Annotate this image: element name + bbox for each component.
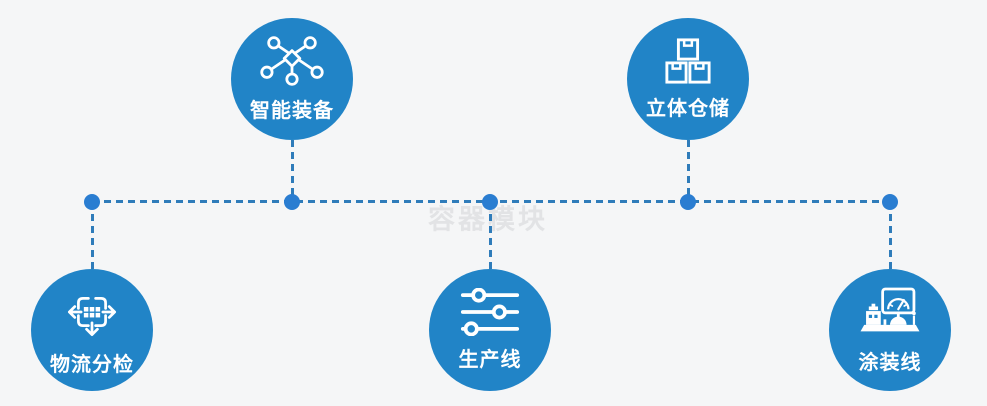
network-nodes-icon xyxy=(260,35,324,87)
junction-dot-production xyxy=(482,194,498,210)
node-label: 物流分检 xyxy=(50,352,134,376)
control-console-icon xyxy=(855,285,925,339)
node-label: 生产线 xyxy=(458,347,522,371)
junction-dot-painting xyxy=(882,194,898,210)
stacked-boxes-icon xyxy=(661,37,715,85)
node-logistics-sorting[interactable]: 物流分检 xyxy=(31,269,153,391)
junction-dot-logistics xyxy=(84,194,100,210)
node-label: 立体仓储 xyxy=(646,96,730,120)
node-smart-equipment[interactable]: 智能装备 xyxy=(231,18,353,140)
node-production-line[interactable]: 生产线 xyxy=(429,269,551,391)
node-warehouse[interactable]: 立体仓储 xyxy=(627,18,749,140)
junction-dot-smart-equipment xyxy=(284,194,300,210)
connector-painting-drop xyxy=(888,202,892,269)
sliders-icon xyxy=(460,288,520,336)
connector-warehouse-drop xyxy=(686,140,690,202)
connector-smart-equipment-drop xyxy=(290,140,294,202)
node-painting-line[interactable]: 涂装线 xyxy=(829,269,951,391)
watermark-text: 容器模块 xyxy=(428,198,548,237)
connector-production-drop xyxy=(488,202,492,269)
node-label: 智能装备 xyxy=(250,98,334,122)
node-label: 涂装线 xyxy=(858,350,922,374)
sorting-arrows-icon xyxy=(63,283,121,341)
junction-dot-warehouse xyxy=(680,194,696,210)
connector-logistics-drop xyxy=(90,202,94,269)
